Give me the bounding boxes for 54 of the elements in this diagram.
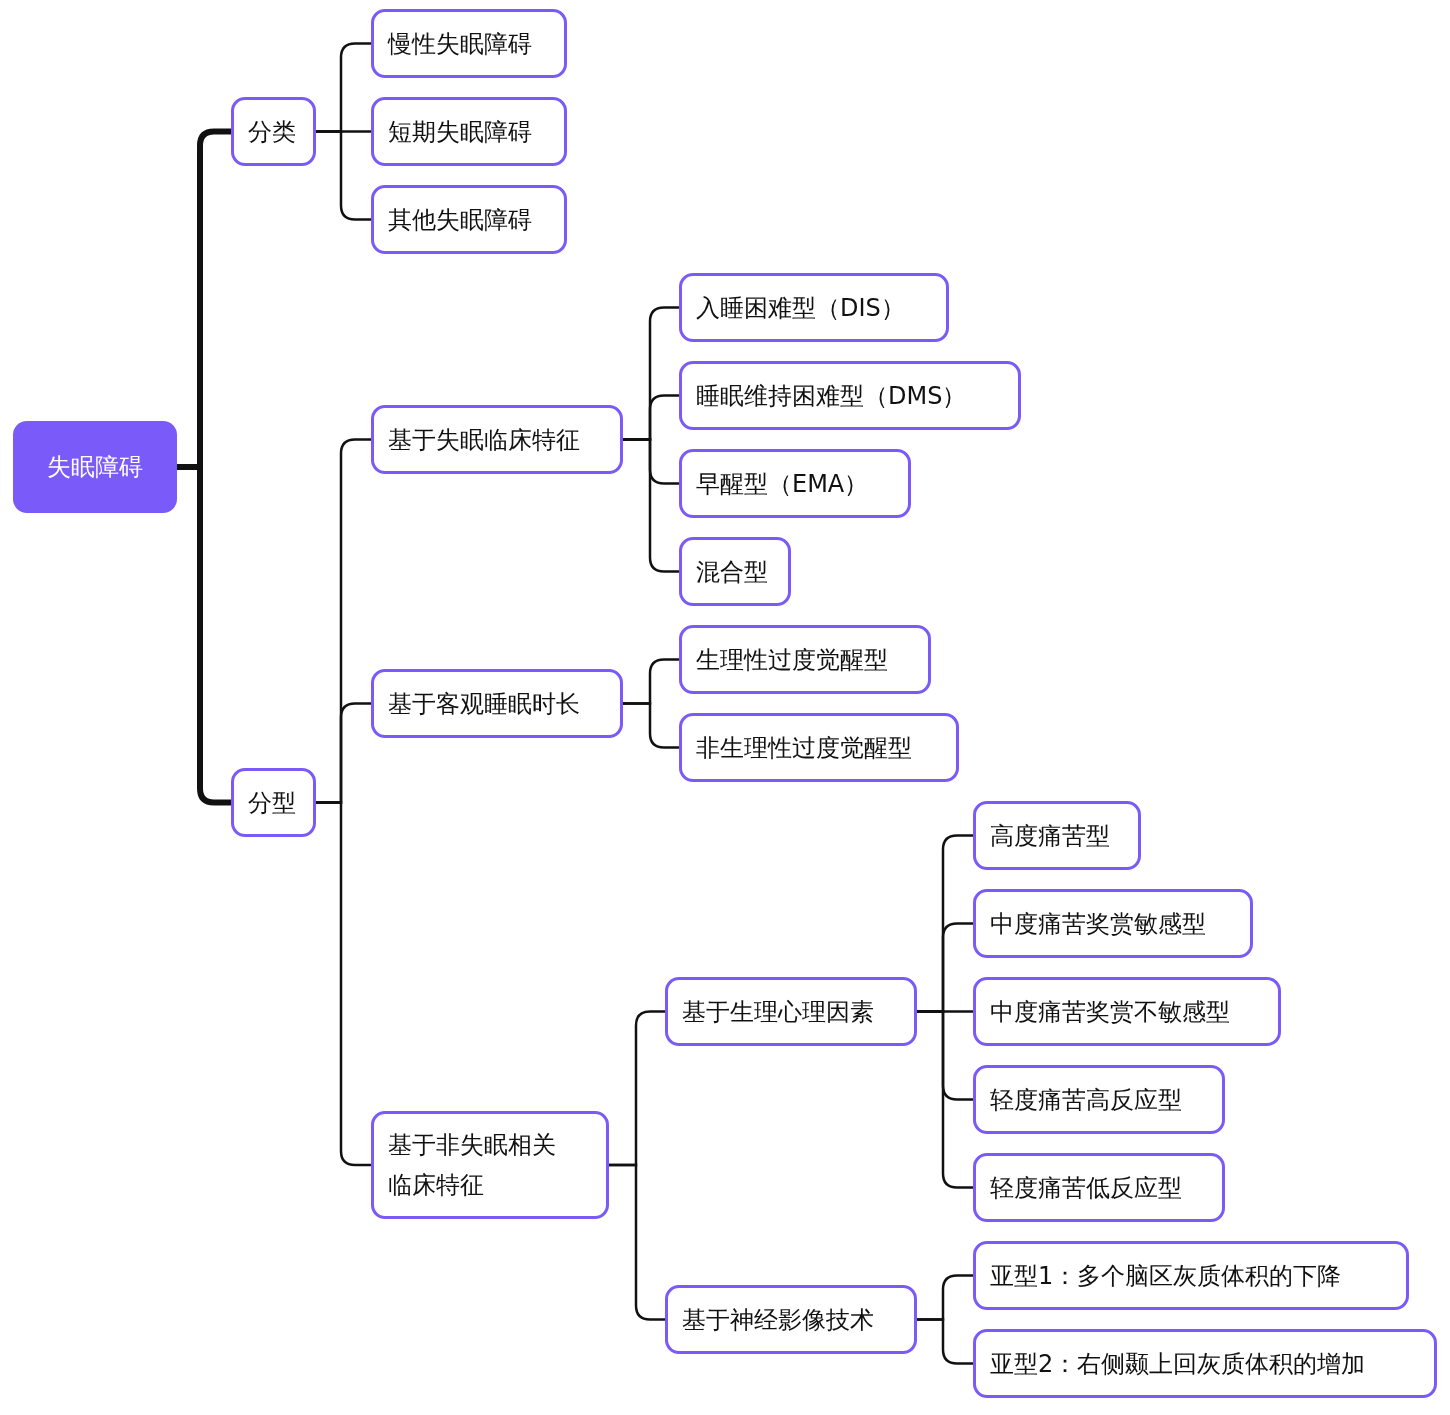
topic-box <box>665 1285 917 1354</box>
node-label: 轻度痛苦高反应型 <box>990 1084 1183 1116</box>
topic-box <box>973 801 1141 870</box>
topic-box <box>371 405 623 474</box>
node-label: 早醒型（EMA） <box>696 468 870 500</box>
topic-box <box>371 1111 609 1219</box>
node-label: 入睡困难型（DIS） <box>696 292 906 324</box>
topic-box <box>679 537 791 606</box>
topic-box <box>665 977 917 1046</box>
node-label: 中度痛苦奖赏敏感型 <box>990 908 1207 940</box>
topic-box <box>371 9 567 78</box>
node-label: 基于神经影像技术 <box>682 1304 875 1336</box>
connector-line <box>316 130 371 221</box>
topic-box <box>679 625 931 694</box>
node-label: 亚型1：多个脑区灰质体积的下降 <box>990 1260 1343 1292</box>
node-label: 生理性过度觉醒型 <box>696 644 889 676</box>
node-label: 基于非失眠相关临床特征 <box>388 1130 557 1201</box>
topic-box <box>973 1065 1225 1134</box>
connector-line <box>609 1163 665 1321</box>
topic-box <box>371 669 623 738</box>
node-label: 失眠障碍 <box>47 452 143 483</box>
topic-box <box>371 97 567 166</box>
node-label: 分类 <box>248 116 297 148</box>
topic-box <box>973 1241 1409 1310</box>
node-label: 高度痛苦型 <box>990 820 1111 852</box>
node-label: 短期失眠障碍 <box>388 116 533 148</box>
topic-box <box>973 1329 1437 1398</box>
topic-box <box>371 185 567 254</box>
topic-box <box>679 361 1021 430</box>
node-label: 基于客观睡眠时长 <box>388 688 581 720</box>
topic-box <box>679 449 911 518</box>
connector-line <box>623 438 679 573</box>
connector-line <box>917 1318 973 1365</box>
node-label: 中度痛苦奖赏不敏感型 <box>990 996 1231 1028</box>
node-label: 分型 <box>248 787 297 819</box>
connector-line <box>623 702 679 749</box>
node-label: 睡眠维持困难型（DMS） <box>696 380 968 412</box>
root-node <box>13 421 177 513</box>
node-label: 基于生理心理因素 <box>682 996 875 1028</box>
topic-box <box>973 977 1281 1046</box>
node-label: 慢性失眠障碍 <box>388 28 533 60</box>
topic-box <box>231 97 316 166</box>
node-label: 亚型2：右侧颞上回灰质体积的增加 <box>990 1348 1367 1380</box>
node-label: 混合型 <box>696 556 769 588</box>
node-label: 轻度痛苦低反应型 <box>990 1172 1183 1204</box>
node-label: 其他失眠障碍 <box>388 204 533 236</box>
node-label: 基于失眠临床特征 <box>388 424 581 456</box>
node-label: 非生理性过度觉醒型 <box>696 732 913 764</box>
topic-box <box>973 889 1253 958</box>
topic-box <box>973 1153 1225 1222</box>
topic-box <box>679 713 959 782</box>
connector-line <box>316 801 371 1167</box>
topic-box <box>679 273 949 342</box>
topic-box <box>231 768 316 837</box>
